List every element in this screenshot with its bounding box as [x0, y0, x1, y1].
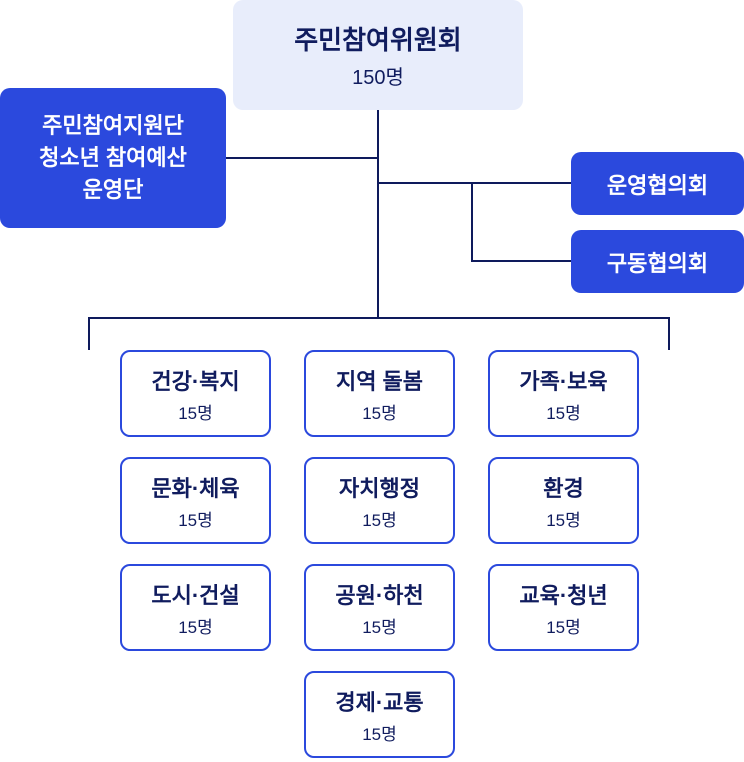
committee-node: 가족·보육 15명: [488, 350, 639, 437]
committee-node: 건강·복지 15명: [120, 350, 271, 437]
committee-grid: 건강·복지 15명 지역 돌봄 15명 가족·보육 15명 문화·체육 15명 …: [120, 350, 639, 758]
committee-count: 15명: [178, 510, 213, 530]
operations-council-node: 운영협의회: [571, 152, 744, 215]
committee-count: 15명: [362, 724, 397, 744]
connector-right-bottom-horizontal: [471, 260, 571, 262]
committee-node: 도시·건설 15명: [120, 564, 271, 651]
connector-bracket-right-end: [668, 317, 670, 350]
connector-bracket-horizontal: [88, 317, 670, 319]
committee-node: 경제·교통 15명: [304, 671, 455, 758]
connector-root-vertical: [377, 108, 379, 318]
gudong-council-label: 구동협의회: [606, 250, 709, 276]
committee-title: 공원·하천: [335, 582, 424, 608]
root-node: 주민참여위원회 150명: [233, 0, 523, 110]
connector-left-horizontal: [224, 157, 378, 159]
committee-node: 환경 15명: [488, 457, 639, 544]
committee-title: 문화·체육: [151, 475, 240, 501]
operations-council-label: 운영협의회: [606, 172, 709, 198]
gudong-council-node: 구동협의회: [571, 230, 744, 293]
support-group-node: 주민참여지원단 청소년 참여예산 운영단: [0, 88, 226, 228]
committee-count: 15명: [546, 510, 581, 530]
support-group-line: 청소년 참여예산: [39, 145, 187, 170]
committee-node: 교육·청년 15명: [488, 564, 639, 651]
committee-node: 자치행정 15명: [304, 457, 455, 544]
root-title: 주민참여위원회: [294, 25, 462, 55]
committee-count: 15명: [178, 403, 213, 423]
support-group-line: 운영단: [82, 177, 144, 202]
committee-node: 공원·하천 15명: [304, 564, 455, 651]
connector-right-step-vertical: [471, 182, 473, 262]
committee-node: 문화·체육 15명: [120, 457, 271, 544]
committee-count: 15명: [546, 403, 581, 423]
committee-count: 15명: [546, 617, 581, 637]
committee-title: 환경: [543, 475, 584, 501]
committee-count: 15명: [362, 403, 397, 423]
connector-bracket-left-end: [88, 317, 90, 350]
committee-title: 도시·건설: [151, 582, 240, 608]
committee-count: 15명: [362, 617, 397, 637]
committee-title: 지역 돌봄: [335, 368, 424, 394]
root-count: 150명: [352, 67, 404, 89]
committee-node: 지역 돌봄 15명: [304, 350, 455, 437]
committee-title: 교육·청년: [519, 582, 608, 608]
committee-count: 15명: [362, 510, 397, 530]
committee-title: 가족·보육: [519, 368, 608, 394]
committee-title: 건강·복지: [151, 368, 240, 394]
committee-title: 경제·교통: [335, 689, 424, 715]
committee-title: 자치행정: [339, 475, 420, 501]
support-group-line: 주민참여지원단: [42, 113, 184, 138]
committee-count: 15명: [178, 617, 213, 637]
connector-right-top-horizontal: [378, 182, 571, 184]
